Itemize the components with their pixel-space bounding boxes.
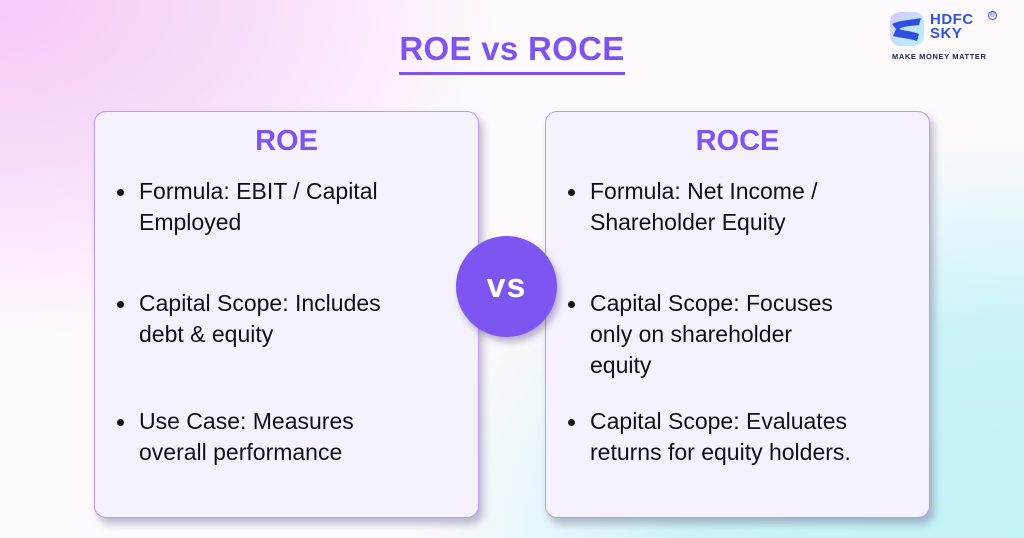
bullet-dot-icon xyxy=(117,189,124,196)
bullet-text-line: Capital Scope: Evaluates xyxy=(590,408,847,434)
bullet-text-line: Formula: Net Income / xyxy=(590,178,818,204)
bullet-text-line: Capital Scope: Includes xyxy=(139,290,381,316)
logo-line-1: HDFC xyxy=(930,11,974,28)
bullet-dot-icon xyxy=(568,419,575,426)
hdfc-sky-logo-icon xyxy=(890,12,924,46)
page-title: ROE vs ROCE xyxy=(399,30,625,75)
roe-bullet-capital-scope: Capital Scope: Includes debt & equity xyxy=(117,288,469,350)
bullet-text-line: Use Case: Measures xyxy=(139,408,354,434)
bullet-text-line: equity xyxy=(590,352,652,378)
bullet-dot-icon xyxy=(117,419,124,426)
bullet-text-line: Formula: EBIT / Capital xyxy=(139,178,378,204)
bullet-dot-icon xyxy=(568,301,575,308)
bullet-text-line: only on shareholder xyxy=(590,321,793,347)
roe-card-title: ROE xyxy=(255,125,318,157)
bullet-dot-icon xyxy=(117,301,124,308)
hdfc-sky-logo: HDFC SKY ® MAKE MONEY MATTER xyxy=(890,11,1000,64)
roe-bullet-use-case: Use Case: Measures overall performance xyxy=(117,406,469,468)
bullet-text-line: Shareholder Equity xyxy=(590,209,786,235)
logo-tagline: MAKE MONEY MATTER xyxy=(892,52,987,61)
page-title-wrap: ROE vs ROCE xyxy=(0,30,1024,75)
roce-bullet-capital-scope: Capital Scope: Focuses only on sharehold… xyxy=(568,288,920,381)
bullet-dot-icon xyxy=(568,189,575,196)
registered-mark-icon: ® xyxy=(988,11,997,20)
bullet-text-line: Employed xyxy=(139,209,242,235)
logo-line-2: SKY xyxy=(930,25,963,42)
bullet-text-line: Capital Scope: Focuses xyxy=(590,290,833,316)
bullet-text-line: returns for equity holders. xyxy=(590,439,851,465)
bullet-text-line: overall performance xyxy=(139,439,343,465)
roce-bullet-formula: Formula: Net Income / Shareholder Equity xyxy=(568,176,920,238)
roe-card: ROE Formula: EBIT / Capital Employed Cap… xyxy=(94,111,479,518)
roe-bullet-formula: Formula: EBIT / Capital Employed xyxy=(117,176,469,238)
roce-card-title: ROCE xyxy=(695,125,780,157)
roce-bullet-evaluates: Capital Scope: Evaluates returns for equ… xyxy=(568,406,920,468)
logo-wordmark: HDFC SKY xyxy=(930,11,974,42)
bullet-text-line: debt & equity xyxy=(139,321,274,347)
roce-card: ROCE Formula: Net Income / Shareholder E… xyxy=(545,111,930,518)
vs-badge: vs xyxy=(456,236,557,337)
